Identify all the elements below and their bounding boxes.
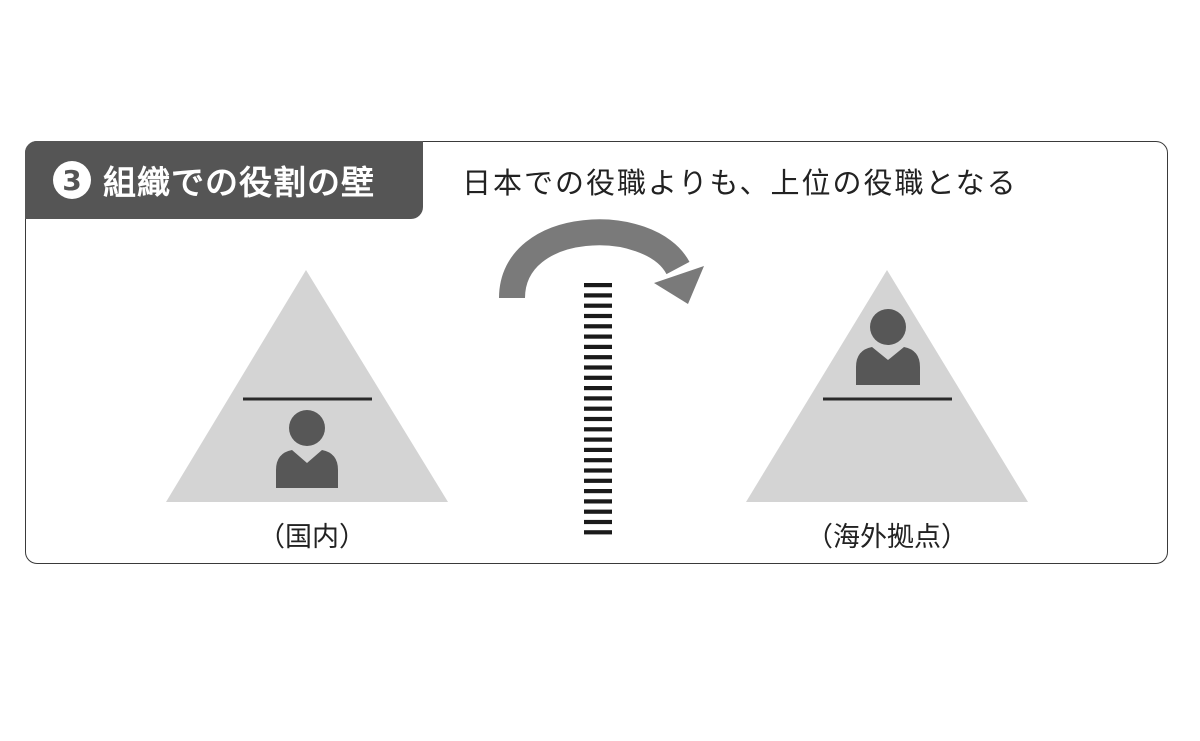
title-tab: 3 組織での役割の壁: [25, 141, 423, 219]
wall-stripe: [584, 437, 612, 442]
left-pyramid: [166, 270, 448, 502]
number-badge: 3: [53, 161, 91, 199]
right-person-icon: [856, 309, 920, 385]
wall-stripe: [584, 509, 612, 514]
wall-stripe: [584, 427, 612, 432]
wall-stripe: [584, 324, 612, 329]
wall-stripe: [584, 478, 612, 483]
left-person-icon: [276, 410, 338, 488]
wall-stripe: [584, 468, 612, 473]
curved-arrow-icon: [499, 219, 704, 304]
wall-stripe: [584, 489, 612, 494]
left-pyramid-caption: （国内）: [258, 522, 366, 553]
wall-stripe: [584, 386, 612, 391]
wall-stripe: [584, 334, 612, 339]
wall-stripe: [584, 396, 612, 401]
wall-stripe: [584, 458, 612, 463]
right-pyramid-caption: （海外拠点）: [806, 522, 968, 553]
wall-stripe: [584, 293, 612, 298]
wall-stripe: [584, 406, 612, 411]
wall-stripe: [584, 283, 612, 288]
wall-stripe: [584, 303, 612, 308]
wall-stripe: [584, 365, 612, 370]
title-text: 組織での役割の壁: [103, 163, 375, 202]
wall-icon: [584, 283, 612, 535]
subtitle-text: 日本での役職よりも、上位の役職となる: [462, 166, 1018, 200]
right-pyramid: [746, 270, 1028, 502]
wall-stripe: [584, 344, 612, 349]
wall-stripe: [584, 447, 612, 452]
wall-stripe: [584, 530, 612, 535]
wall-stripe: [584, 375, 612, 380]
wall-stripe: [584, 355, 612, 360]
wall-stripe: [584, 313, 612, 319]
wall-stripe: [584, 499, 612, 504]
wall-stripe: [584, 416, 612, 422]
wall-stripe: [584, 519, 612, 525]
